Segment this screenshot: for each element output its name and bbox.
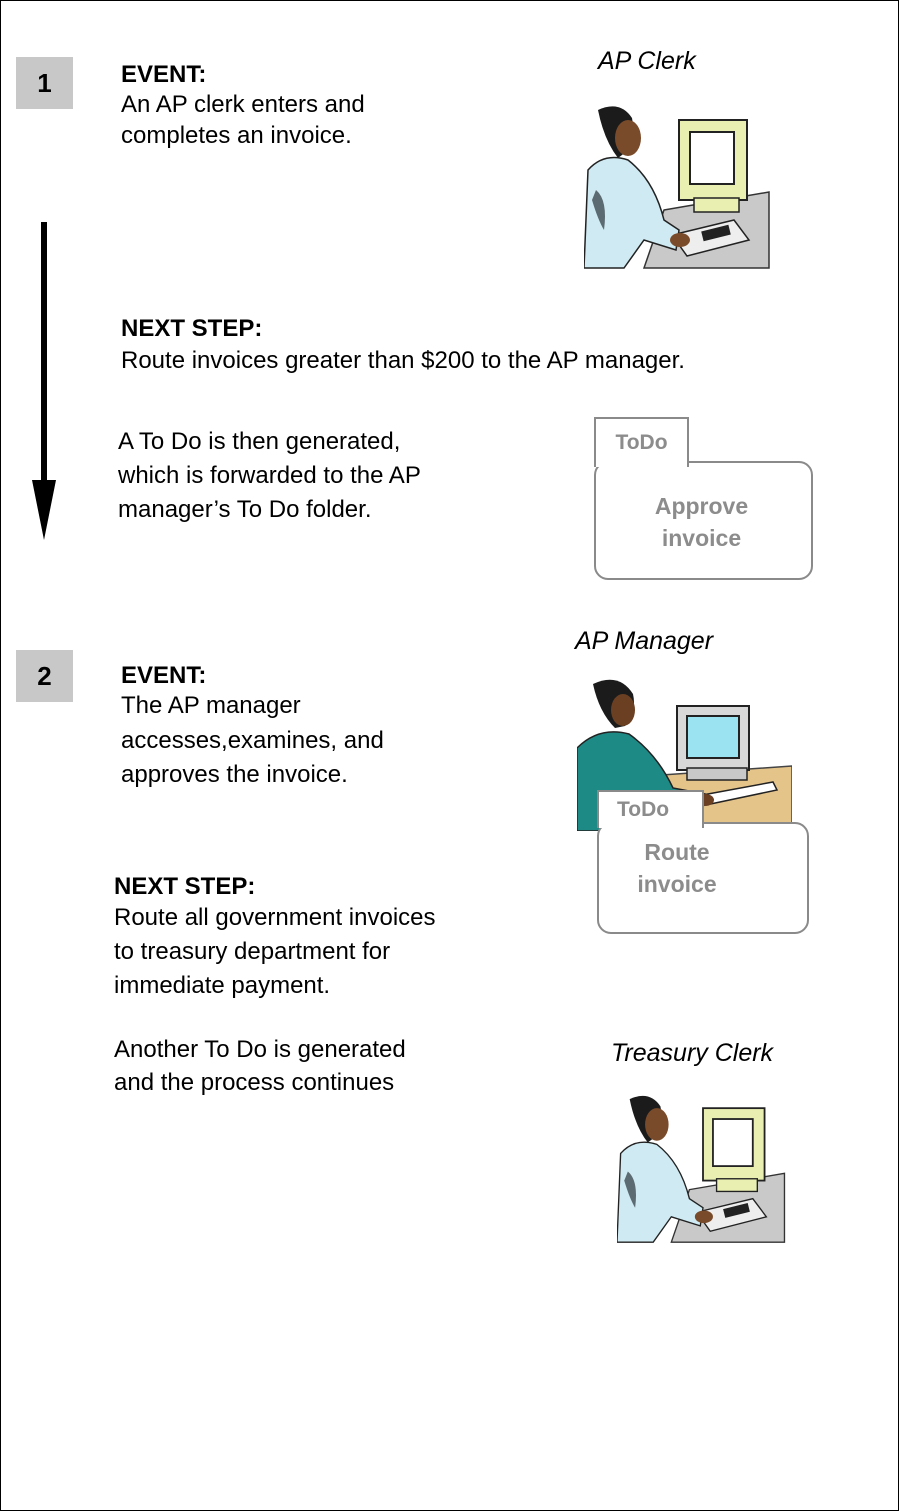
step-2-another-line-2: and the process continues [114,1069,395,1096]
step-1-todo-line-2: which is forwarded to the AP [118,462,421,489]
todo-card-2-line-1: Route [644,839,710,865]
step-1-todo-line-1: A To Do is then generated, [118,428,401,455]
todo-card-approve-invoice [594,461,813,580]
todo-card-2-tab: ToDo [597,790,704,828]
step-1-event-line-2: completes an invoice. [121,122,352,149]
step-2-number: 2 [37,660,52,691]
step-1-number: 1 [37,67,52,98]
treasury-clerk-at-computer-icon [616,1090,789,1244]
step-1-event-heading: EVENT: [121,61,207,88]
step-1-todo-line-3: manager’s To Do folder. [118,496,372,523]
todo-card-1-tab-label: ToDo [615,431,668,454]
step-2-next-line-1: Route all government invoices [114,904,436,931]
step-2-event-line-2: accesses,examines, and [121,727,384,754]
role-ap-clerk: AP Clerk [598,47,696,75]
todo-card-1-tab: ToDo [594,417,689,467]
step-2-badge: 2 [16,650,73,702]
role-treasury-clerk: Treasury Clerk [611,1039,774,1067]
step-2-another-line-1: Another To Do is generated [114,1036,406,1063]
clerk-at-computer-icon [583,100,774,270]
role-ap-manager: AP Manager [575,627,714,655]
step-2-next-line-3: immediate payment. [114,972,331,999]
todo-card-1-line-1: Approve [654,493,749,519]
step-1-next-text: Route invoices greater than $200 to the … [121,347,685,374]
todo-card-1-line-2: invoice [661,525,742,551]
todo-card-2-line-2: invoice [637,871,717,897]
step-1-event-line-1: An AP clerk enters and [121,91,365,118]
todo-card-1-body: Approve invoice [594,490,809,554]
down-arrow-icon [30,222,60,542]
step-2-event-line-1: The AP manager [121,692,301,719]
step-2-next-line-2: to treasury department for [114,938,391,965]
todo-card-2-body: Route invoice [597,836,757,900]
step-1-badge: 1 [16,57,73,109]
step-2-event-line-3: approves the invoice. [121,761,348,788]
step-2-next-heading: NEXT STEP: [114,873,256,900]
step-2-event-heading: EVENT: [121,662,207,689]
todo-card-2-tab-label: ToDo [617,798,670,821]
step-1-next-heading: NEXT STEP: [121,315,263,342]
